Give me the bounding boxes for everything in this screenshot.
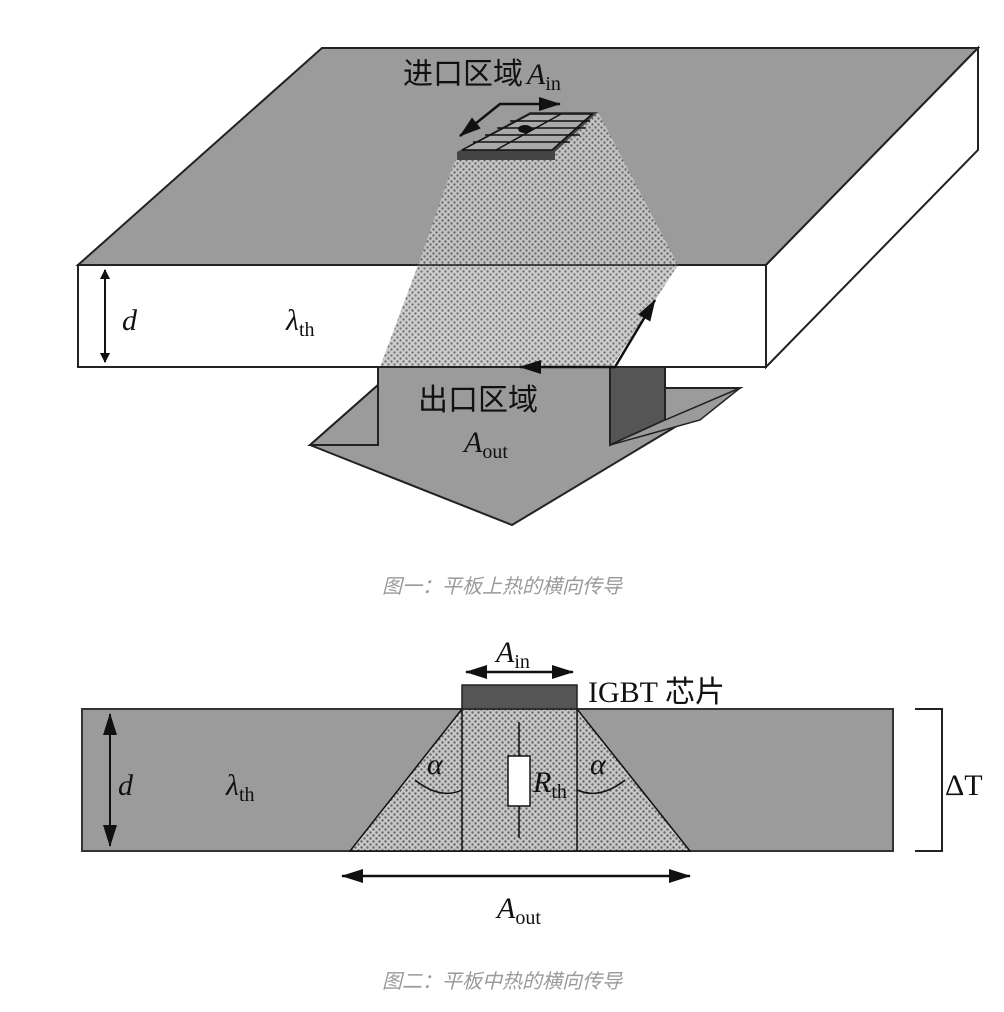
figure2-caption: 图二：平板中热的横向传导 [382,969,622,993]
delta-t-bracket [915,708,943,852]
svg-text:Aout: Aout [495,892,541,929]
igbt-chip [461,684,578,710]
inlet-arrows [459,97,561,137]
svg-text:Aout: Aout [462,426,508,463]
svg-text:λth: λth [285,304,315,341]
svg-text:α: α [590,748,607,781]
svg-text:IGBT 芯片: IGBT 芯片 [588,676,725,709]
svg-text:λth: λth [225,769,255,806]
svg-text:α: α [427,748,444,781]
figure1-caption: 图一：平板上热的横向传导 [382,574,622,598]
svg-text:d: d [118,769,134,802]
svg-text:出口区域: 出口区域 [418,384,538,417]
angle-arc-left [414,779,463,795]
figure2-cross-section: Ain IGBT 芯片 d λth α α Rth ΔT Aout [81,636,983,929]
svg-text:Ain: Ain [494,636,530,673]
svg-text:ΔT: ΔT [945,769,983,802]
resistor-icon [507,755,531,807]
svg-text:d: d [122,304,138,337]
angle-arc-right [576,779,626,795]
svg-text:Rth: Rth [532,766,567,803]
spread-arrows [519,299,657,374]
